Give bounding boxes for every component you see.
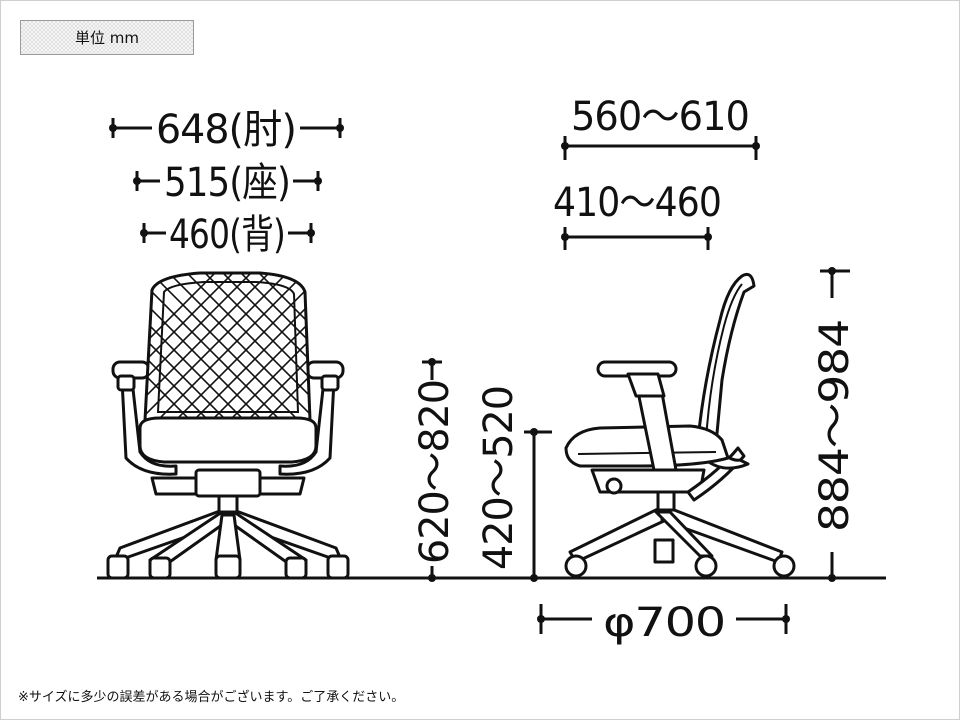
- seat-width-label: 515(座): [164, 160, 290, 206]
- armrest-height-label: 620〜820: [412, 380, 458, 564]
- dim-line-seat-height: [524, 428, 552, 582]
- seat-height-label: 420〜520: [476, 386, 522, 570]
- base-diameter-label: φ700: [603, 600, 725, 646]
- armrest-depth-label: 560〜610: [571, 94, 749, 140]
- dim-line-base-diameter: [537, 604, 790, 634]
- side-view-chair: [564, 272, 796, 578]
- total-height-label: 884〜984: [812, 320, 858, 532]
- dim-line-seat-depth: [561, 227, 712, 250]
- armrest-width-label: 648(肘): [156, 107, 296, 153]
- back-width-label: 460(背): [169, 212, 285, 258]
- dim-line-armrest-depth: [561, 136, 760, 160]
- dim-line-seat-width: [133, 171, 322, 191]
- unit-label: 単位 mm: [20, 20, 194, 55]
- seat-depth-label: 410〜460: [553, 180, 721, 226]
- footnote: ※サイズに多少の誤差がある場合がございます。ご了承ください。: [18, 690, 405, 705]
- dim-line-back-width: [140, 223, 315, 243]
- dim-line-armrest-width: [109, 118, 344, 138]
- front-view-chair: [106, 271, 350, 580]
- dim-line-total-height: [820, 267, 850, 582]
